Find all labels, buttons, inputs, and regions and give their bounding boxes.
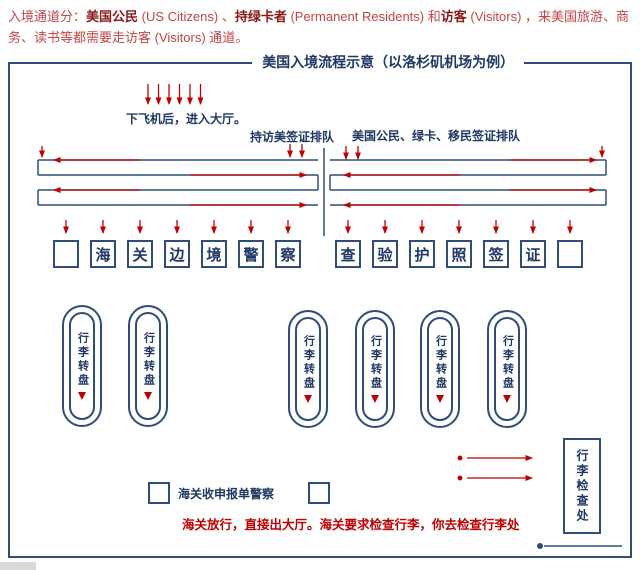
checkpoint-booths-right: 查 验 护 照 签 证 [335,240,583,268]
exit-line [537,543,622,549]
baggage-carousel-track: 行李转盘 [295,317,321,421]
queue-rails [37,148,607,236]
declaration-booth-left [148,482,170,504]
down-arrow-icon [371,395,379,403]
checkpoint-booth: 查 [335,240,361,268]
diagram-graphics [37,84,622,549]
baggage-carousel: 行李转盘 [288,310,328,428]
declaration-label: 海关收申报单警察 [178,487,275,501]
checkpoint-booth: 边 [164,240,190,268]
down-arrow-icon [144,392,152,400]
baggage-check-label: 行李检查处 [575,448,589,524]
checkpoint-booth: 察 [275,240,301,268]
down-arrow-icon [503,395,511,403]
checkpoint-booth: 关 [127,240,153,268]
checkpoint-booth: 证 [520,240,546,268]
checkpoint-arrows-icon [63,220,573,234]
intro-term-visitors: 访客 [440,9,467,24]
baggage-carousel: 行李转盘 [487,310,527,428]
checkpoint-booth: 签 [483,240,509,268]
intro-text: 入境通道分：美国公民 (US Citizens) 、持绿卡者 (Permanen… [8,6,636,49]
down-arrow-icon [304,395,312,403]
deplane-arrows-icon [145,84,204,105]
queue-direction-arrows-icon [39,146,605,208]
to-baggage-check-arrows-icon [457,455,533,481]
deplane-label: 下飞机后，进入大厅。 [126,112,247,126]
intro-mid2: (Permanent Residents) 和 [286,9,441,24]
checkpoint-booth: 警 [238,240,264,268]
baggage-carousel-label: 行李转盘 [76,332,89,388]
diagram-title: 美国入境流程示意（以洛杉矶机场为例） [252,52,525,72]
next-content-fragment [0,562,36,570]
baggage-carousel-label: 行李转盘 [302,335,315,391]
checkpoint-booth: 境 [201,240,227,268]
baggage-carousel-label: 行李转盘 [501,335,514,391]
visitor-queue-arrows-icon [287,144,305,158]
intro-mid3: (Visitors) ，来美国旅游、商务、读书等都需要走访客 (Visitors… [8,9,630,46]
release-note: 海关放行，直接出大厅。海关要求检查行李，你去检查行李处 [182,518,520,532]
down-arrow-icon [436,395,444,403]
baggage-carousel-track: 行李转盘 [362,317,388,421]
baggage-carousel: 行李转盘 [355,310,395,428]
intro-mid1: (US Citizens) 、 [138,9,235,24]
down-arrow-icon [78,392,86,400]
baggage-carousel-track: 行李转盘 [135,312,161,420]
citizen-queue-label: 美国公民、绿卡、移民签证排队 [352,129,521,143]
baggage-carousel-track: 行李转盘 [427,317,453,421]
entry-flow-diagram: 美国入境流程示意（以洛杉矶机场为例） 下飞机后，进入大厅。 持访美签证排队 美国… [8,52,632,558]
checkpoint-booth: 海 [90,240,116,268]
baggage-carousel-label: 行李转盘 [434,335,447,391]
checkpoint-booth [53,240,79,268]
baggage-carousel: 行李转盘 [128,305,168,427]
checkpoint-booth: 护 [409,240,435,268]
intro-term-permanent-residents: 持绿卡者 [234,9,287,24]
baggage-carousel-track: 行李转盘 [494,317,520,421]
checkpoint-booth: 验 [372,240,398,268]
intro-term-us-citizens: 美国公民 [86,9,139,24]
baggage-carousel-label: 行李转盘 [142,332,155,388]
baggage-carousel: 行李转盘 [420,310,460,428]
checkpoint-booth [557,240,583,268]
baggage-check-area: 行李检查处 [563,438,601,534]
citizen-queue-arrows-icon [343,146,361,160]
checkpoint-booths-left: 海 关 边 境 警 察 [53,240,301,268]
intro-prefix: 入境通道分： [8,9,87,24]
baggage-carousel-label: 行李转盘 [369,335,382,391]
checkpoint-booth: 照 [446,240,472,268]
baggage-carousel: 行李转盘 [62,305,102,427]
visitor-queue-label: 持访美签证排队 [250,130,335,144]
declaration-booth-right [308,482,330,504]
baggage-carousel-track: 行李转盘 [69,312,95,420]
